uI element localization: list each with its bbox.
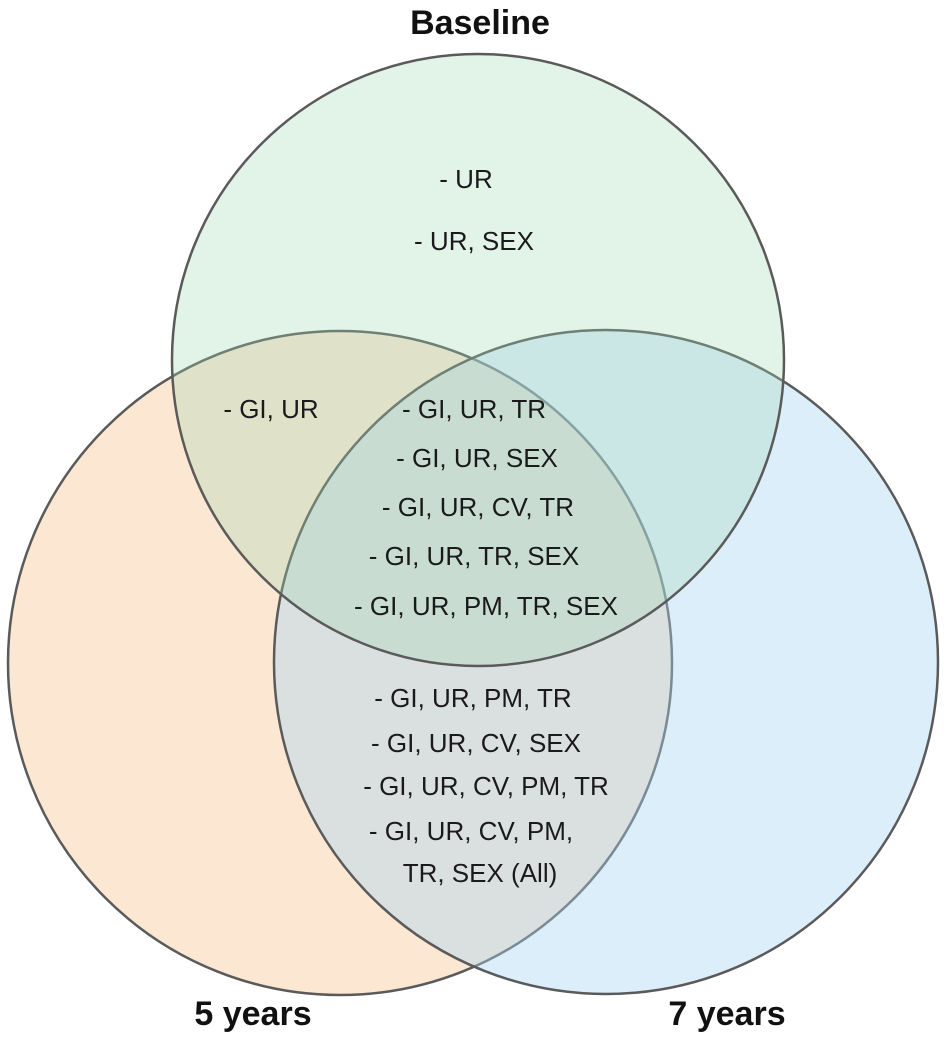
circle-5-years	[6, 329, 674, 997]
baseline-only-item: - UR	[439, 164, 492, 194]
baseline-5-years-item: - GI, UR	[223, 394, 318, 424]
5-years-7-years-item: - GI, UR, CV, PM,	[369, 816, 573, 846]
all-three-item: - GI, UR, PM, TR, SEX	[354, 591, 618, 621]
all-three-item: - GI, UR, CV, TR	[382, 492, 574, 522]
5-years-7-years-item: TR, SEX (All)	[403, 858, 558, 888]
set-title-baseline: Baseline	[410, 4, 550, 42]
5-years-7-years-item: - GI, UR, CV, SEX	[371, 728, 581, 758]
5-years-7-years-item: - GI, UR, CV, PM, TR	[363, 771, 609, 801]
circle-baseline	[170, 52, 786, 668]
all-three-item: - GI, UR, SEX	[396, 443, 558, 473]
5-years-7-years-item: - GI, UR, PM, TR	[374, 683, 571, 713]
baseline-only-item: - UR, SEX	[414, 226, 534, 256]
set-title-7-years: 7 years	[668, 995, 785, 1033]
circle-7-years	[272, 328, 940, 996]
all-three-item: - GI, UR, TR, SEX	[369, 541, 579, 571]
all-three-item: - GI, UR, TR	[402, 394, 546, 424]
set-title-5-years: 5 years	[194, 995, 311, 1033]
